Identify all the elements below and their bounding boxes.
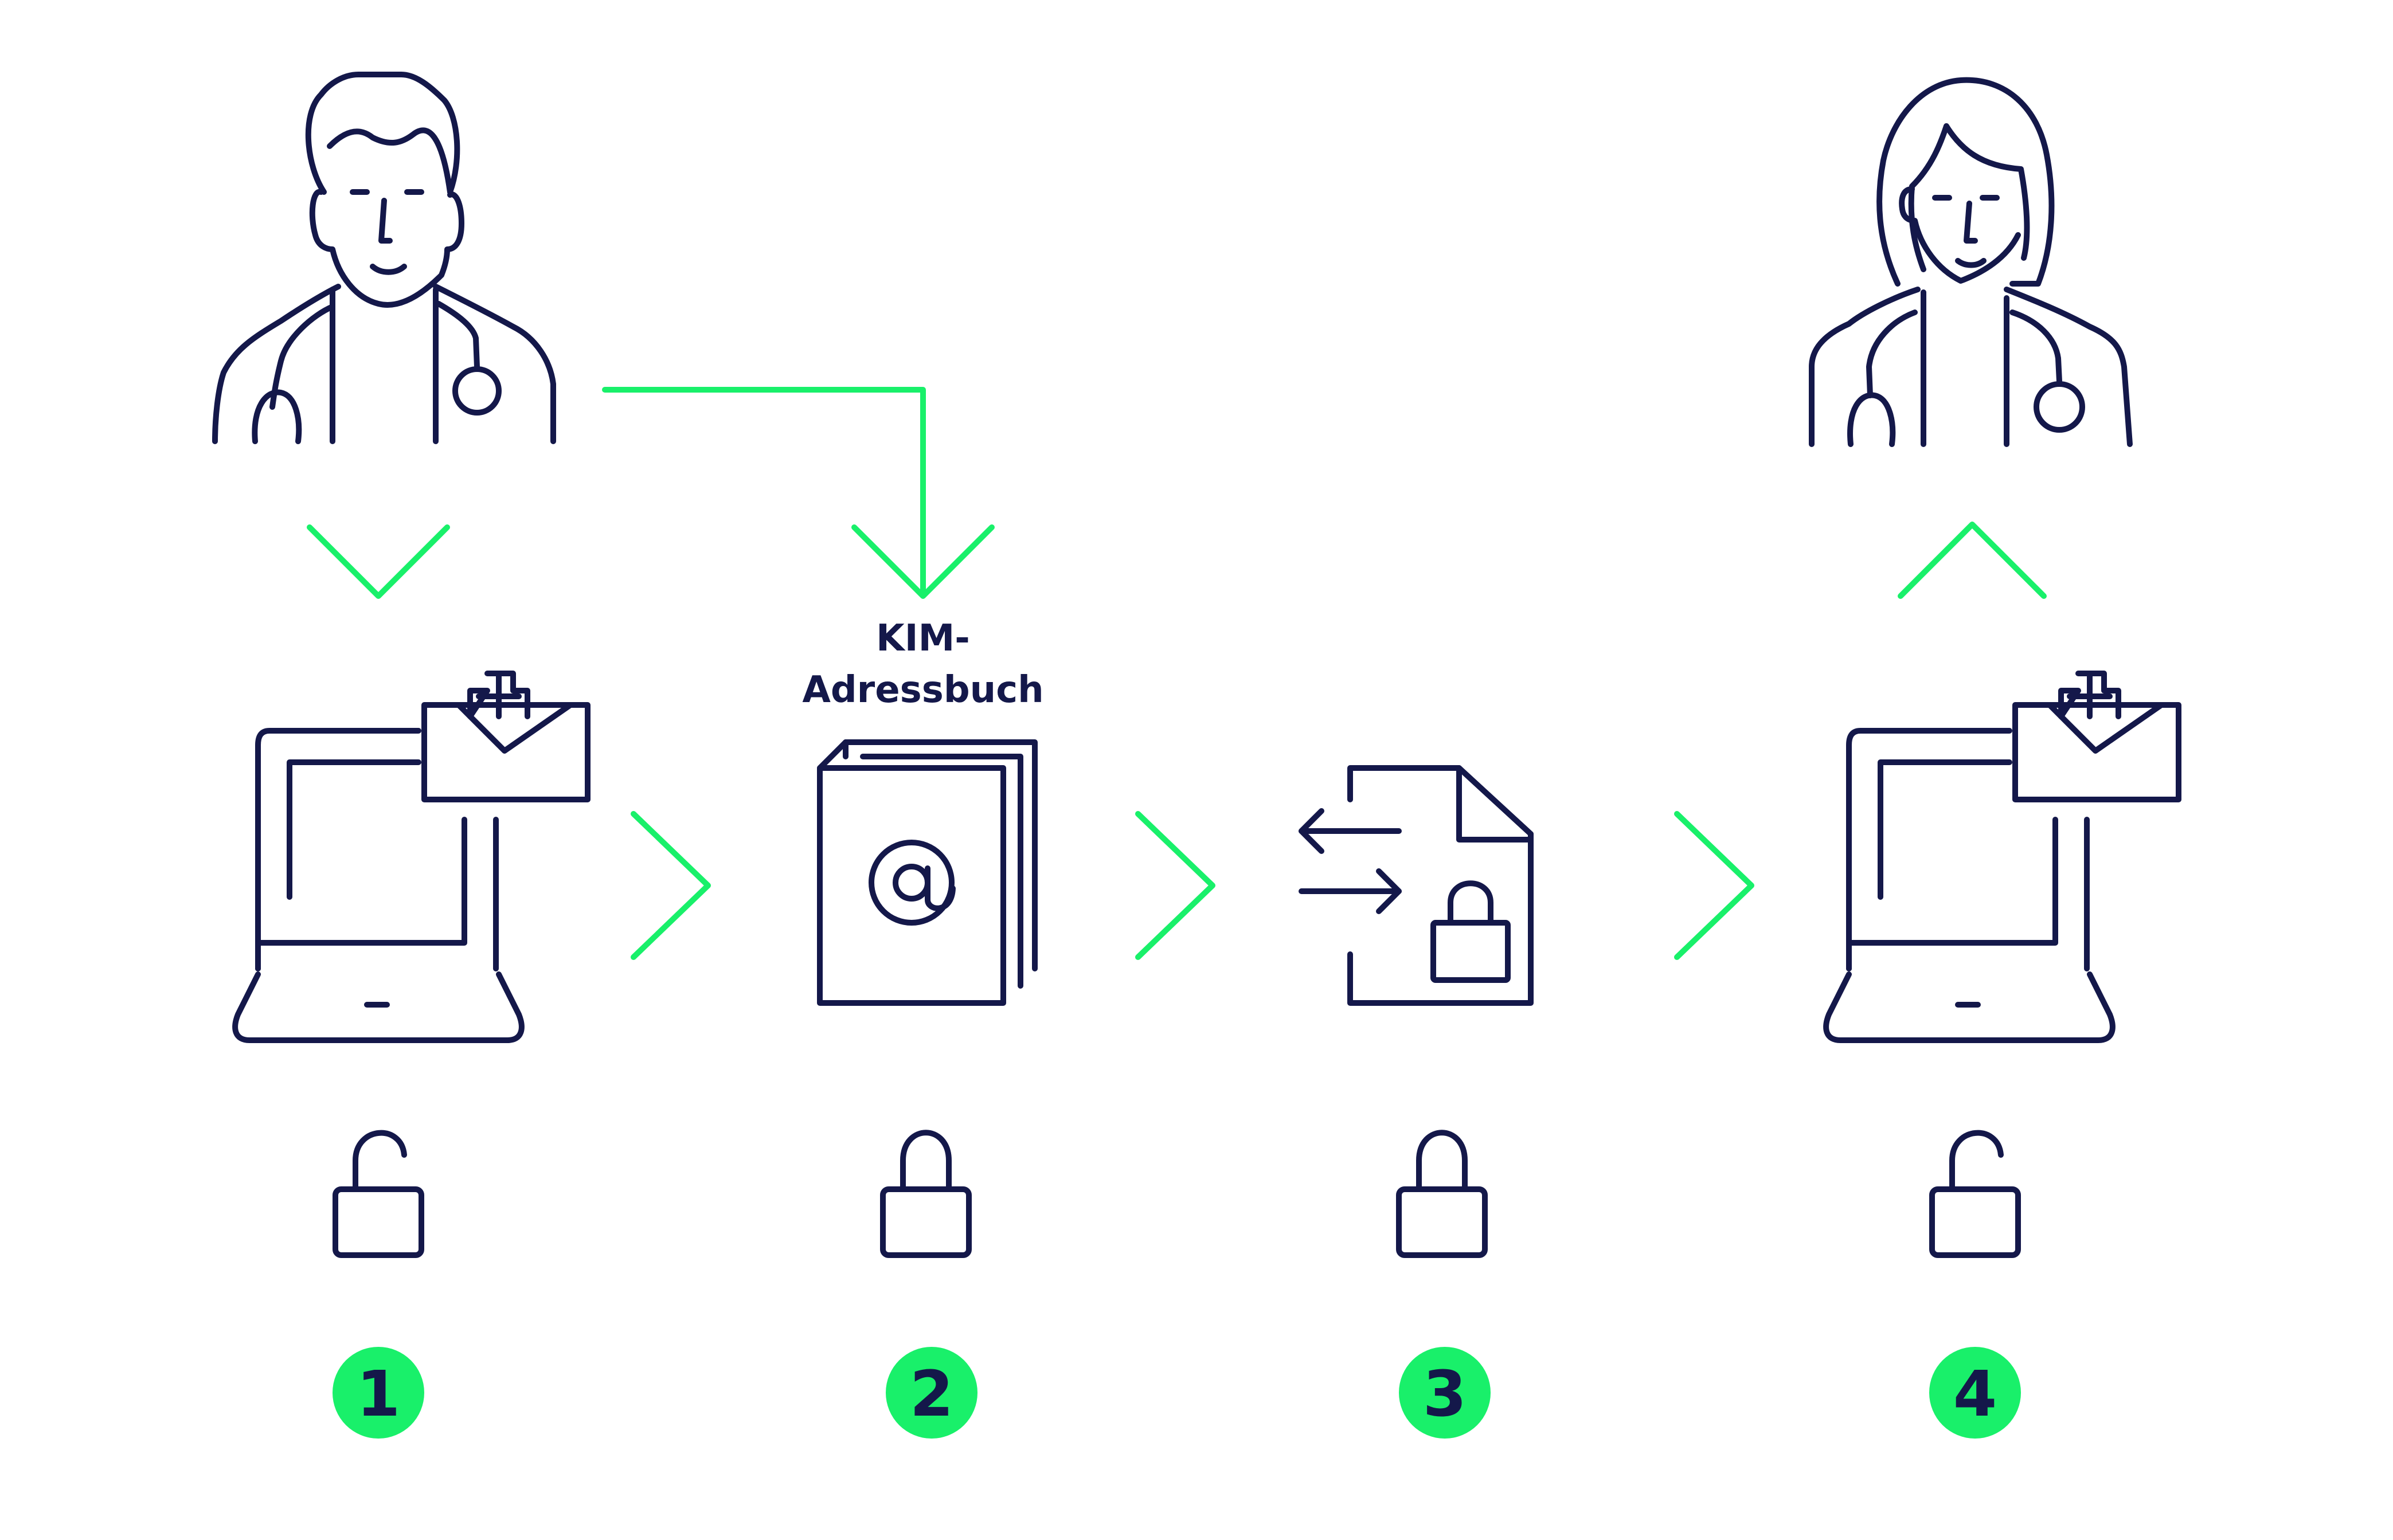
chevron-right-icon	[1674, 811, 1754, 960]
chevron-down-icon	[851, 524, 995, 599]
unlocked-padlock-icon	[1929, 1130, 2021, 1258]
chevron-up-icon	[1898, 522, 2047, 599]
chevron-right-icon	[631, 811, 711, 960]
address-book-at-icon	[817, 739, 1038, 1006]
step-number: 3	[1423, 1357, 1467, 1431]
flow-arrows	[307, 387, 2047, 960]
chevron-down-icon	[307, 524, 450, 599]
encrypted-document-transfer-icon	[1299, 765, 1534, 1006]
addressbook-label-line2: Adressbuch	[802, 669, 1043, 711]
unlocked-padlock-icon	[333, 1130, 424, 1258]
step-number: 2	[910, 1357, 954, 1431]
locked-padlock-icon	[880, 1130, 972, 1258]
chevron-right-icon	[1135, 811, 1215, 960]
step-number: 1	[357, 1357, 401, 1431]
step-badge-2: 2	[886, 1347, 977, 1439]
step-number: 4	[1953, 1357, 1997, 1431]
addressbook-label-line1: KIM-	[876, 617, 970, 660]
male-doctor-icon	[212, 72, 556, 444]
step-badge-4: 4	[1929, 1347, 2021, 1439]
step-badge-3: 3	[1399, 1347, 1491, 1439]
connector-line	[602, 387, 926, 593]
step-badge-1: 1	[333, 1347, 424, 1439]
laptop-medical-mail-icon	[1823, 671, 2181, 1043]
female-doctor-icon	[1809, 77, 2133, 447]
locked-padlock-icon	[1396, 1130, 1488, 1258]
laptop-medical-mail-icon	[232, 671, 591, 1043]
